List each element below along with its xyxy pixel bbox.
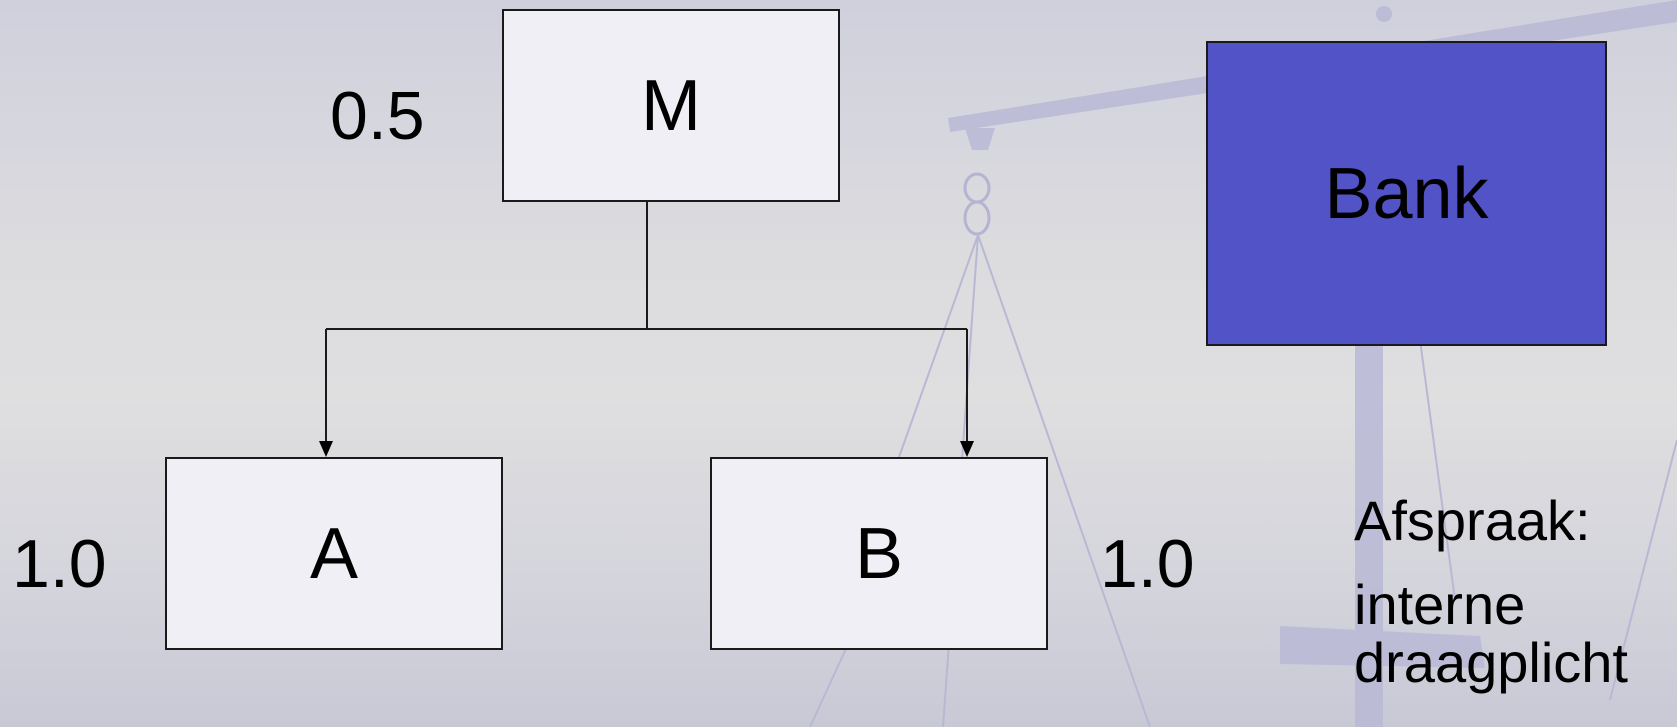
- agreement-note: Afspraak: interne draagplicht: [1354, 492, 1628, 692]
- node-b-label: B: [854, 513, 904, 594]
- weight-a: 1.0: [12, 526, 107, 602]
- note-line-3: draagplicht: [1354, 631, 1628, 694]
- weight-b: 1.0: [1100, 526, 1195, 602]
- note-line-1: Afspraak:: [1354, 489, 1591, 552]
- node-m: M: [502, 9, 840, 202]
- node-m-label: M: [641, 65, 701, 146]
- node-a: A: [165, 457, 503, 650]
- node-bank-label: Bank: [1324, 153, 1489, 234]
- node-b: B: [710, 457, 1048, 650]
- note-line-2: interne: [1354, 573, 1526, 636]
- node-a-label: A: [309, 513, 359, 594]
- node-bank: Bank: [1206, 41, 1607, 346]
- weight-m: 0.5: [330, 78, 425, 154]
